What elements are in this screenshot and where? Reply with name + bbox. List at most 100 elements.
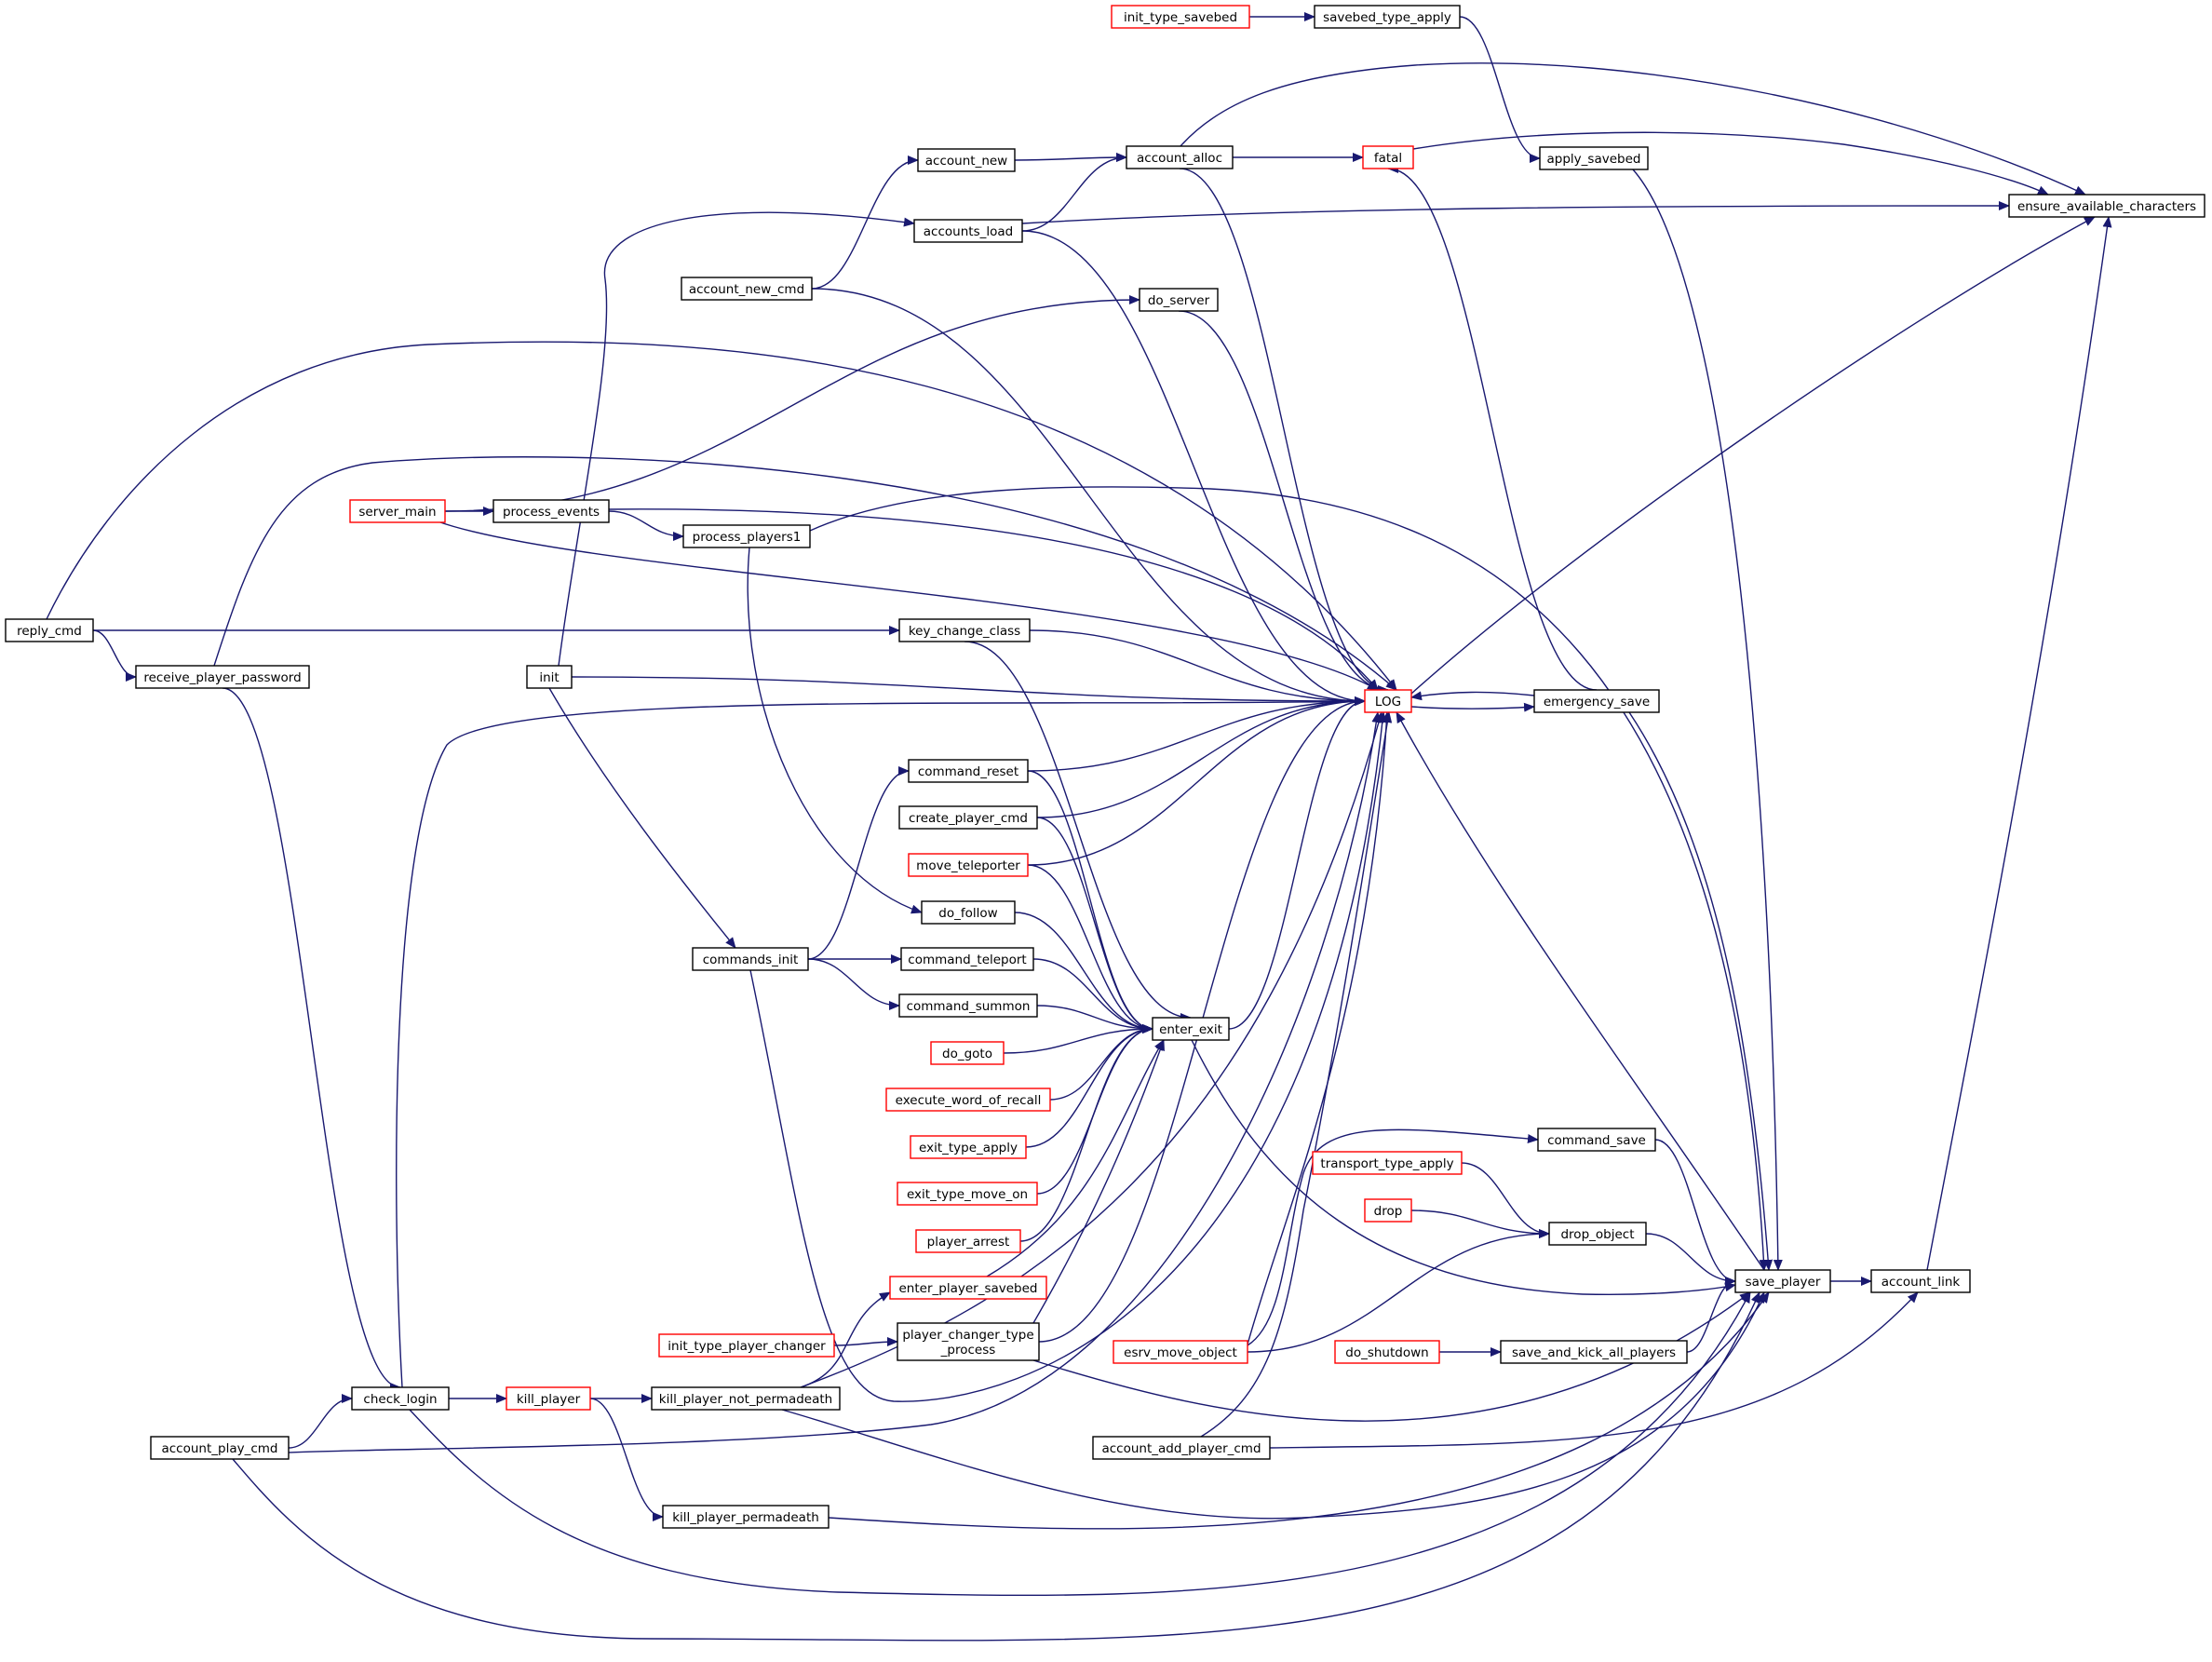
- node-label: execute_word_of_recall: [896, 1093, 1042, 1108]
- node-reply-cmd[interactable]: reply_cmd: [5, 618, 94, 642]
- edge-line: [1036, 1005, 1153, 1034]
- edge-line: [811, 155, 919, 290]
- node-process-players1[interactable]: process_players1: [682, 524, 811, 548]
- edge-transport_type_apply-to-drop_object: [1461, 1162, 1550, 1238]
- node-kill-player-not-permadeath[interactable]: kill_player_not_permadeath: [651, 1386, 841, 1411]
- node-command-teleport[interactable]: command_teleport: [900, 947, 1034, 971]
- node-drop-object[interactable]: drop_object: [1548, 1222, 1647, 1246]
- edge-line: [608, 510, 684, 541]
- edge-line: [1179, 168, 1389, 695]
- node-box: [492, 499, 610, 523]
- node-account-add-player-cmd[interactable]: account_add_player_cmd: [1092, 1436, 1271, 1460]
- node-fatal[interactable]: fatal: [1362, 145, 1414, 169]
- node-commands-init[interactable]: commands_init: [692, 947, 809, 971]
- node-key-change-class[interactable]: key_change_class: [898, 618, 1031, 642]
- node-exit-type-move-on[interactable]: exit_type_move_on: [897, 1182, 1038, 1206]
- node-init-type-player-changer[interactable]: init_type_player_changer: [658, 1333, 835, 1358]
- node-do-shutdown[interactable]: do_shutdown: [1334, 1340, 1440, 1364]
- node-exit-type-apply[interactable]: exit_type_apply: [910, 1135, 1027, 1159]
- node-label: account_play_cmd: [161, 1441, 277, 1456]
- node-command-reset[interactable]: command_reset: [908, 759, 1029, 783]
- node-account-play-cmd[interactable]: account_play_cmd: [150, 1436, 290, 1460]
- node-command-summon[interactable]: command_summon: [898, 993, 1038, 1018]
- node-box: [1537, 1128, 1656, 1152]
- node-label: player_arrest: [927, 1235, 1010, 1250]
- node-execute-word-of-recall[interactable]: execute_word_of_recall: [885, 1088, 1051, 1112]
- node-kill-player[interactable]: kill_player: [506, 1386, 591, 1411]
- edge-line: [1654, 1139, 1736, 1286]
- node-server-main[interactable]: server_main: [349, 499, 446, 523]
- edge-line: [1021, 153, 1127, 232]
- edge-line: [1014, 912, 1153, 1034]
- node-box: [1539, 146, 1649, 170]
- node-label: enter_player_savebed: [899, 1281, 1038, 1296]
- node-savebed-type-apply[interactable]: savebed_type_apply: [1314, 5, 1461, 29]
- edge-account_new_cmd-to-account_new: [811, 155, 919, 290]
- node-player-arrest[interactable]: player_arrest: [915, 1229, 1021, 1253]
- edge-emergency_save-to-fatal: [1387, 164, 1598, 691]
- edge-line: [1926, 216, 2112, 1271]
- edge-line: [1410, 216, 2096, 695]
- node-accounts-load[interactable]: accounts_load: [913, 219, 1023, 243]
- node-box: [1111, 5, 1250, 29]
- node-check-login[interactable]: check_login: [351, 1386, 450, 1411]
- node-enter-player-savebed[interactable]: enter_player_savebed: [889, 1276, 1047, 1300]
- node-LOG[interactable]: LOG: [1364, 689, 1412, 713]
- node-process-events[interactable]: process_events: [492, 499, 610, 523]
- edge-move_teleporter-to-LOG: [1027, 696, 1366, 866]
- node-box: [910, 1135, 1027, 1159]
- edge-esrv_move_object-to-command_save: [1247, 1128, 1539, 1346]
- edge-line: [1036, 696, 1366, 818]
- node-label: transport_type_apply: [1320, 1156, 1453, 1171]
- node-player-changer-type-process[interactable]: player_changer_type_process: [897, 1322, 1040, 1361]
- node-create-player-cmd[interactable]: create_player_cmd: [898, 805, 1038, 830]
- node-account-link[interactable]: account_link: [1870, 1269, 1971, 1293]
- node-label: key_change_class: [909, 624, 1020, 639]
- node-box: [898, 993, 1038, 1018]
- node-enter-exit[interactable]: enter_exit: [1152, 1017, 1230, 1041]
- node-init[interactable]: init: [526, 665, 573, 689]
- node-box: [1334, 1340, 1440, 1364]
- node-transport-type-apply[interactable]: transport_type_apply: [1312, 1151, 1463, 1175]
- edge-line: [608, 508, 1379, 691]
- node-do-goto[interactable]: do_goto: [930, 1041, 1005, 1065]
- edge-emergency_save-to-save_player: [1628, 711, 1774, 1271]
- node-drop[interactable]: drop: [1364, 1198, 1412, 1223]
- node-apply-savebed[interactable]: apply_savebed: [1539, 146, 1649, 170]
- node-save-player[interactable]: save_player: [1734, 1269, 1831, 1293]
- edge-process_players1-to-save_player: [809, 486, 1769, 1271]
- node-account-new-cmd[interactable]: account_new_cmd: [681, 277, 813, 301]
- node-command-save[interactable]: command_save: [1537, 1128, 1656, 1152]
- node-label: ensure_available_characters: [2017, 199, 2196, 214]
- edge-line: [232, 1291, 1760, 1642]
- node-account-new[interactable]: account_new: [917, 148, 1016, 172]
- node-emergency-save[interactable]: emergency_save: [1533, 689, 1660, 713]
- node-init-type-savebed[interactable]: init_type_savebed: [1111, 5, 1250, 29]
- node-do-server[interactable]: do_server: [1139, 288, 1219, 312]
- edge-kill_player_not_permadeath-to-enter_player_savebed: [800, 1291, 891, 1388]
- edge-line: [1180, 62, 2086, 196]
- node-box: [908, 853, 1029, 877]
- node-do-follow[interactable]: do_follow: [921, 900, 1016, 925]
- node-account-alloc[interactable]: account_alloc: [1126, 145, 1234, 169]
- edge-kill_player_not_permadeath-to-LOG: [800, 711, 1383, 1388]
- edge-account_play_cmd-to-LOG: [288, 711, 1382, 1453]
- edge-esrv_move_object-to-LOG: [1247, 711, 1392, 1345]
- edge-line: [1645, 1233, 1736, 1286]
- node-label: process_players1: [693, 530, 802, 545]
- node-box: [1152, 1017, 1230, 1041]
- node-receive-player-password[interactable]: receive_player_password: [135, 665, 310, 689]
- node-kill-player-permadeath[interactable]: kill_player_permadeath: [662, 1505, 830, 1529]
- node-box: [898, 805, 1038, 830]
- edge-commands_init-to-command_summon: [807, 958, 900, 1010]
- edge-line: [747, 547, 923, 914]
- edge-line: [1410, 691, 1535, 701]
- edge-process_events-to-LOG: [608, 508, 1379, 691]
- node-label: server_main: [358, 505, 436, 520]
- node-save-and-kick-all-players[interactable]: save_and_kick_all_players: [1500, 1340, 1688, 1364]
- edge-line: [1396, 711, 1765, 1271]
- node-ensure-available-characters[interactable]: ensure_available_characters: [2008, 194, 2205, 218]
- node-esrv-move-object[interactable]: esrv_move_object: [1113, 1340, 1248, 1364]
- node-move-teleporter[interactable]: move_teleporter: [908, 853, 1029, 877]
